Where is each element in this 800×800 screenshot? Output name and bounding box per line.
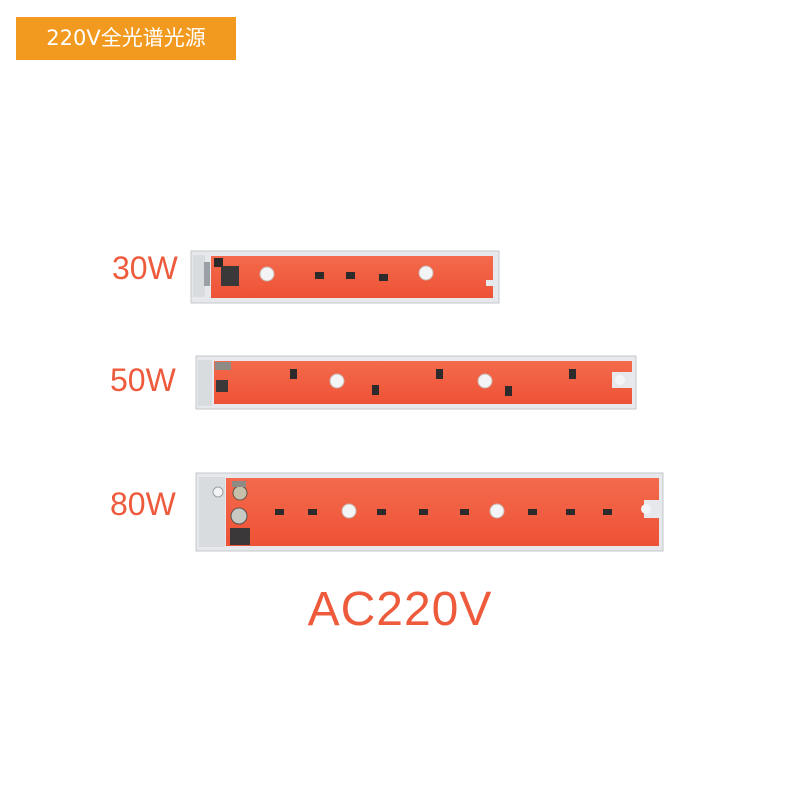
led-module-80w bbox=[195, 472, 664, 552]
spectrum-badge: 220V全光谱光源 bbox=[16, 17, 236, 60]
led-module-30w bbox=[190, 250, 500, 304]
wattage-label-80w: 80W bbox=[110, 486, 176, 522]
wattage-label-50w: 50W bbox=[110, 362, 176, 398]
voltage-label: AC220V bbox=[307, 583, 493, 636]
wattage-label-30w: 30W bbox=[112, 250, 178, 286]
led-module-50w bbox=[195, 355, 637, 410]
